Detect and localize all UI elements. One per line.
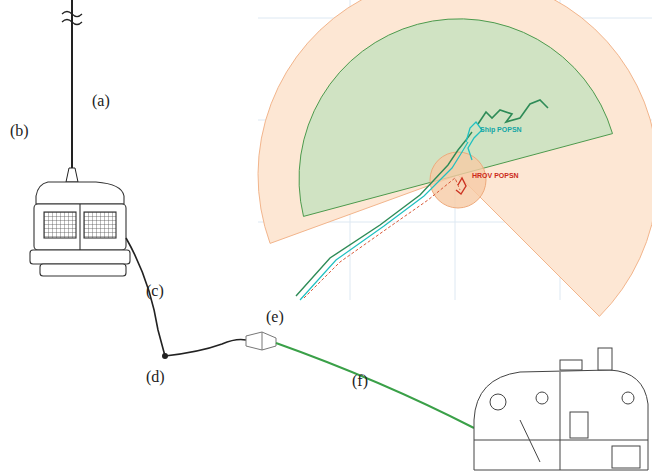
- track-line: [304, 178, 460, 298]
- cable: [126, 238, 165, 356]
- antenna-base: [66, 168, 78, 182]
- callout-label: (d): [146, 368, 165, 386]
- break-symbol: [62, 12, 82, 25]
- buoy-device: [30, 182, 130, 276]
- callout-label: (b): [10, 122, 29, 140]
- green-sector: [299, 19, 612, 217]
- callout-label: (a): [92, 92, 110, 110]
- connector: [262, 332, 263, 350]
- track-line: [296, 132, 472, 296]
- callout-label: (f): [352, 372, 368, 390]
- habitat: [474, 348, 648, 470]
- callout-label: (e): [266, 308, 284, 326]
- cable: [165, 340, 246, 357]
- coverage-sector: [258, 0, 652, 316]
- callout-label: (c): [146, 282, 164, 300]
- hrov-marker: [456, 178, 466, 194]
- tether-cable: [276, 343, 474, 428]
- track-squiggle: [478, 100, 548, 124]
- track-label: HROV POPSN: [472, 172, 519, 179]
- antenna-line: [71, 0, 73, 168]
- connector: [246, 332, 276, 350]
- track-line: [300, 142, 468, 300]
- track-label: Ship POPSN: [480, 126, 522, 133]
- track-squiggle: [466, 122, 482, 160]
- center-circle: [430, 152, 486, 208]
